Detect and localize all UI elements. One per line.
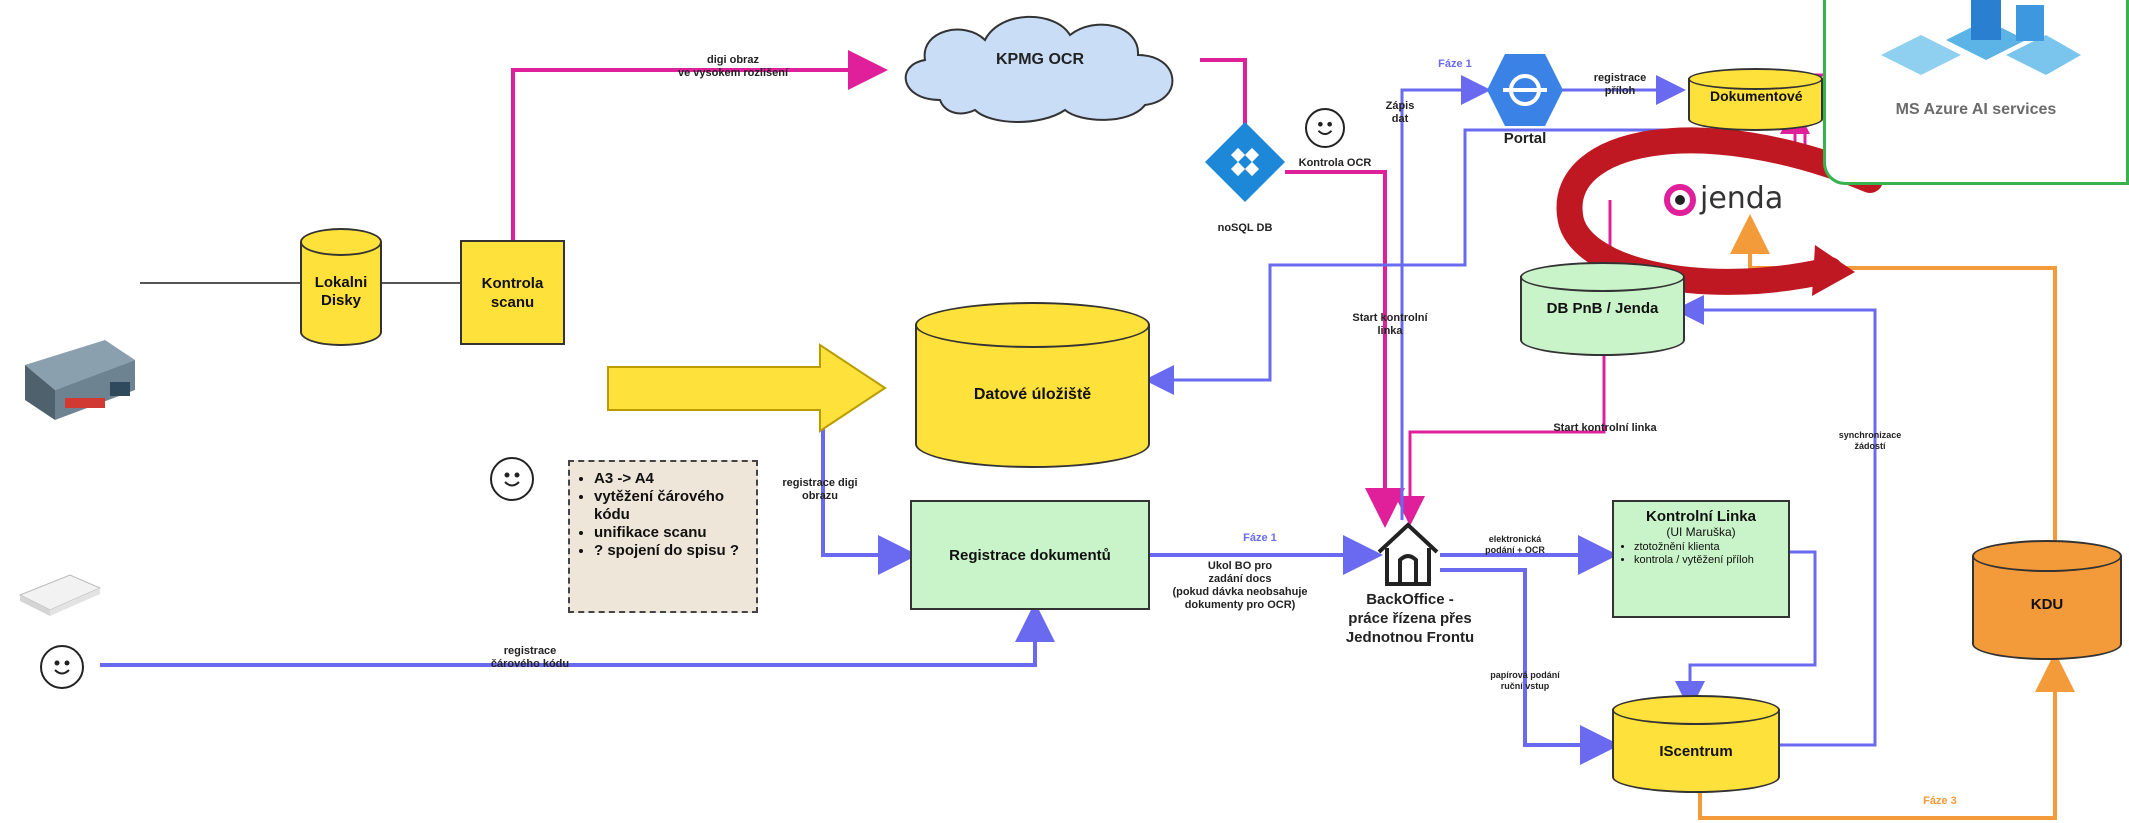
jenda-logo-text: jenda bbox=[1700, 181, 1784, 216]
edge-label-start-kontrolni-2: Start kontrolní linka bbox=[1553, 422, 1657, 434]
smiley-icon bbox=[490, 457, 534, 501]
note-box: A3 -> A4 vytěžení čárového kódu unifikac… bbox=[568, 460, 758, 613]
edge-kpmg-nosql bbox=[1200, 58, 1247, 130]
kontrolni-linka-subtitle: (UI Maruška) bbox=[1666, 525, 1736, 539]
jenda-logo-icon: jenda bbox=[1660, 175, 1810, 225]
edge-kdu-jenda bbox=[1730, 214, 2057, 545]
cloud-icon: KPMG OCR bbox=[880, 5, 1200, 125]
kdu-db: KDU bbox=[1972, 540, 2122, 662]
big-yellow-arrow bbox=[607, 343, 887, 433]
edge-digi-obraz bbox=[511, 50, 888, 240]
kontrola-scanu-label: Kontrola scanu bbox=[481, 274, 544, 311]
azure-cloud-icon bbox=[1876, 0, 2086, 80]
note-item: vytěžení čárového kódu bbox=[594, 488, 746, 524]
edge-faze3 bbox=[1698, 652, 2075, 820]
kdu-label: KDU bbox=[2030, 596, 2064, 613]
edge-label-synchronizace: synchronizace žádostí bbox=[1838, 430, 1902, 451]
edge-registrace-digi bbox=[821, 388, 918, 575]
kontrolni-linka-box: Kontrolní Linka (UI Maruška) ztotožnění … bbox=[1612, 500, 1790, 618]
edge-zapis-dat bbox=[1400, 75, 1491, 520]
edge-label-faze1-top: Fáze 1 bbox=[1438, 58, 1472, 70]
registrace-dokumentu-label: Registrace dokumentů bbox=[949, 546, 1111, 564]
edge-label-registrace-digi: registrace digi obrazu bbox=[782, 477, 858, 502]
registrace-dokumentu-box: Registrace dokumentů bbox=[910, 500, 1150, 610]
iscentrum-label: IScentrum bbox=[1659, 743, 1733, 760]
house-icon bbox=[1375, 520, 1441, 588]
edge-label-elektronicka: elektronická podání + OCR bbox=[1485, 534, 1545, 555]
nosql-db-label: noSQL DB bbox=[1217, 222, 1273, 234]
edge-dokum-datove bbox=[1144, 128, 1690, 395]
azure-services-box: MS Azure AI services bbox=[1823, 0, 2129, 185]
kontrolni-linka-title: Kontrolní Linka bbox=[1646, 508, 1756, 525]
portal-label: Portal bbox=[1503, 130, 1547, 147]
portal-icon bbox=[1485, 52, 1565, 128]
nosql-db-icon bbox=[1203, 120, 1287, 210]
kontrola-scanu-box: Kontrola scanu bbox=[460, 240, 565, 345]
edge-papirova bbox=[1440, 568, 1620, 765]
note-item: A3 -> A4 bbox=[594, 470, 746, 488]
curved-arrow-icon bbox=[1556, 127, 1883, 295]
lokalni-disky-db: Lokalni Disky bbox=[300, 228, 382, 348]
datove-uloziste-label: Datové úložiště bbox=[973, 386, 1092, 403]
dokumentove-label: Dokumentové bbox=[1710, 88, 1803, 104]
edge-registrace-carkodu bbox=[100, 602, 1055, 667]
dokumentove-db: Dokumentové bbox=[1688, 68, 1823, 133]
backoffice-label: BackOffice - práce řízena přes Jednotnou… bbox=[1345, 591, 1475, 646]
kontrolni-linka-item: ztotožnění klienta bbox=[1634, 541, 1782, 554]
edge-start-kontrolni-2 bbox=[1395, 350, 1606, 526]
scanner-icon bbox=[10, 320, 140, 430]
kontrola-ocr-label: Kontrola OCR bbox=[1298, 157, 1372, 169]
edge-kontrola-ocr bbox=[1285, 170, 1405, 528]
note-item: unifikace scanu bbox=[594, 524, 746, 542]
smiley-icon bbox=[1305, 108, 1345, 148]
azure-label: MS Azure AI services bbox=[1895, 101, 2057, 118]
db-pnb-jenda-db: DB PnB / Jenda bbox=[1520, 262, 1685, 357]
db-pnb-jenda-label: DB PnB / Jenda bbox=[1546, 300, 1659, 317]
lokalni-disky-label: Lokalni Disky bbox=[314, 274, 368, 309]
edge-label-registrace-priloh: registrace příloh bbox=[1593, 72, 1647, 97]
edge-label-papirova: papírová podání ruční vstup bbox=[1490, 670, 1560, 691]
edge-synchronizace bbox=[1674, 295, 1877, 747]
kpmg-ocr-label: KPMG OCR bbox=[996, 51, 1084, 68]
edge-label-start-kontrolni-1: Start kontrolní linka bbox=[1352, 312, 1428, 337]
edge-kl-iscentrum bbox=[1675, 550, 1817, 711]
edge-label-faze1-mid: Fáze 1 bbox=[1243, 532, 1277, 544]
edge-label-zapis-dat: Zápis dat bbox=[1385, 100, 1415, 125]
edge-label-faze3: Fáze 3 bbox=[1923, 795, 1957, 807]
iscentrum-db: IScentrum bbox=[1612, 695, 1780, 795]
note-item: ? spojení do spisu ? bbox=[594, 542, 746, 560]
edge-label-registrace-carkodu: registrace čárového kódu bbox=[490, 645, 570, 670]
kontrolni-linka-item: kontrola / vytěžení příloh bbox=[1634, 554, 1782, 567]
datove-uloziste-db: Datové úložiště bbox=[915, 302, 1150, 470]
paper-stack-icon bbox=[15, 570, 105, 620]
edge-label-digi-obraz: digi obraz ve vysokem rozlišení bbox=[677, 54, 789, 79]
smiley-icon bbox=[40, 645, 84, 689]
edge-label-ukol-bo: Ukol BO pro zadání docs (pokud dávka neo… bbox=[1172, 560, 1308, 611]
